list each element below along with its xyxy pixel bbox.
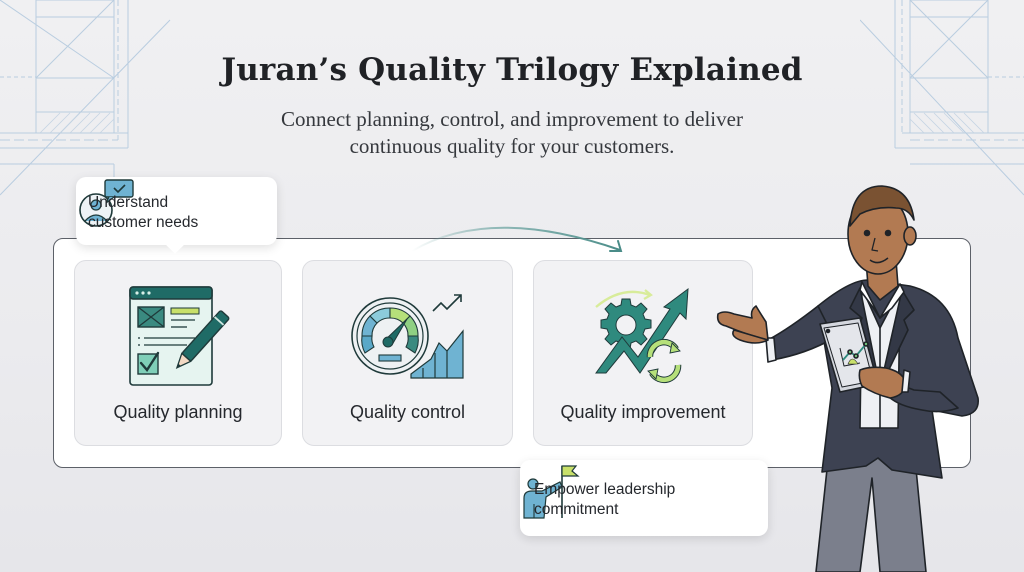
card-quality-planning[interactable]: Quality planning (74, 260, 282, 446)
gear-growth-arrow-icon (595, 287, 689, 384)
card-label: Quality planning (113, 402, 243, 422)
planning-document-pencil-icon (129, 286, 230, 386)
leader-flag-icon (523, 465, 580, 519)
card-label: Quality improvement (560, 402, 726, 422)
card-label: Quality control (349, 402, 466, 422)
page-subtitle: Connect planning, control, and improveme… (0, 106, 1024, 160)
card-quality-control[interactable]: Quality control (302, 260, 513, 446)
blueprint-decoration-right (860, 0, 1024, 196)
customer-feedback-icon (79, 179, 134, 227)
callout-customer-needs: Understand customer needs (76, 177, 277, 254)
callout-leadership: Empower leadership commitment (520, 460, 768, 536)
gauge-chart-icon (351, 294, 464, 379)
card-quality-improvement[interactable]: Quality improvement (533, 260, 753, 446)
callout-text: Empower leadership commitment (534, 481, 676, 518)
subtitle-line-2: continuous quality for your customers. (349, 134, 675, 158)
page-title: Juran’s Quality Trilogy Explained (221, 52, 803, 88)
callout-text: Understand customer needs (88, 194, 199, 231)
blueprint-decoration-left (0, 0, 171, 196)
subtitle-line-1: Connect planning, control, and improveme… (281, 107, 743, 131)
